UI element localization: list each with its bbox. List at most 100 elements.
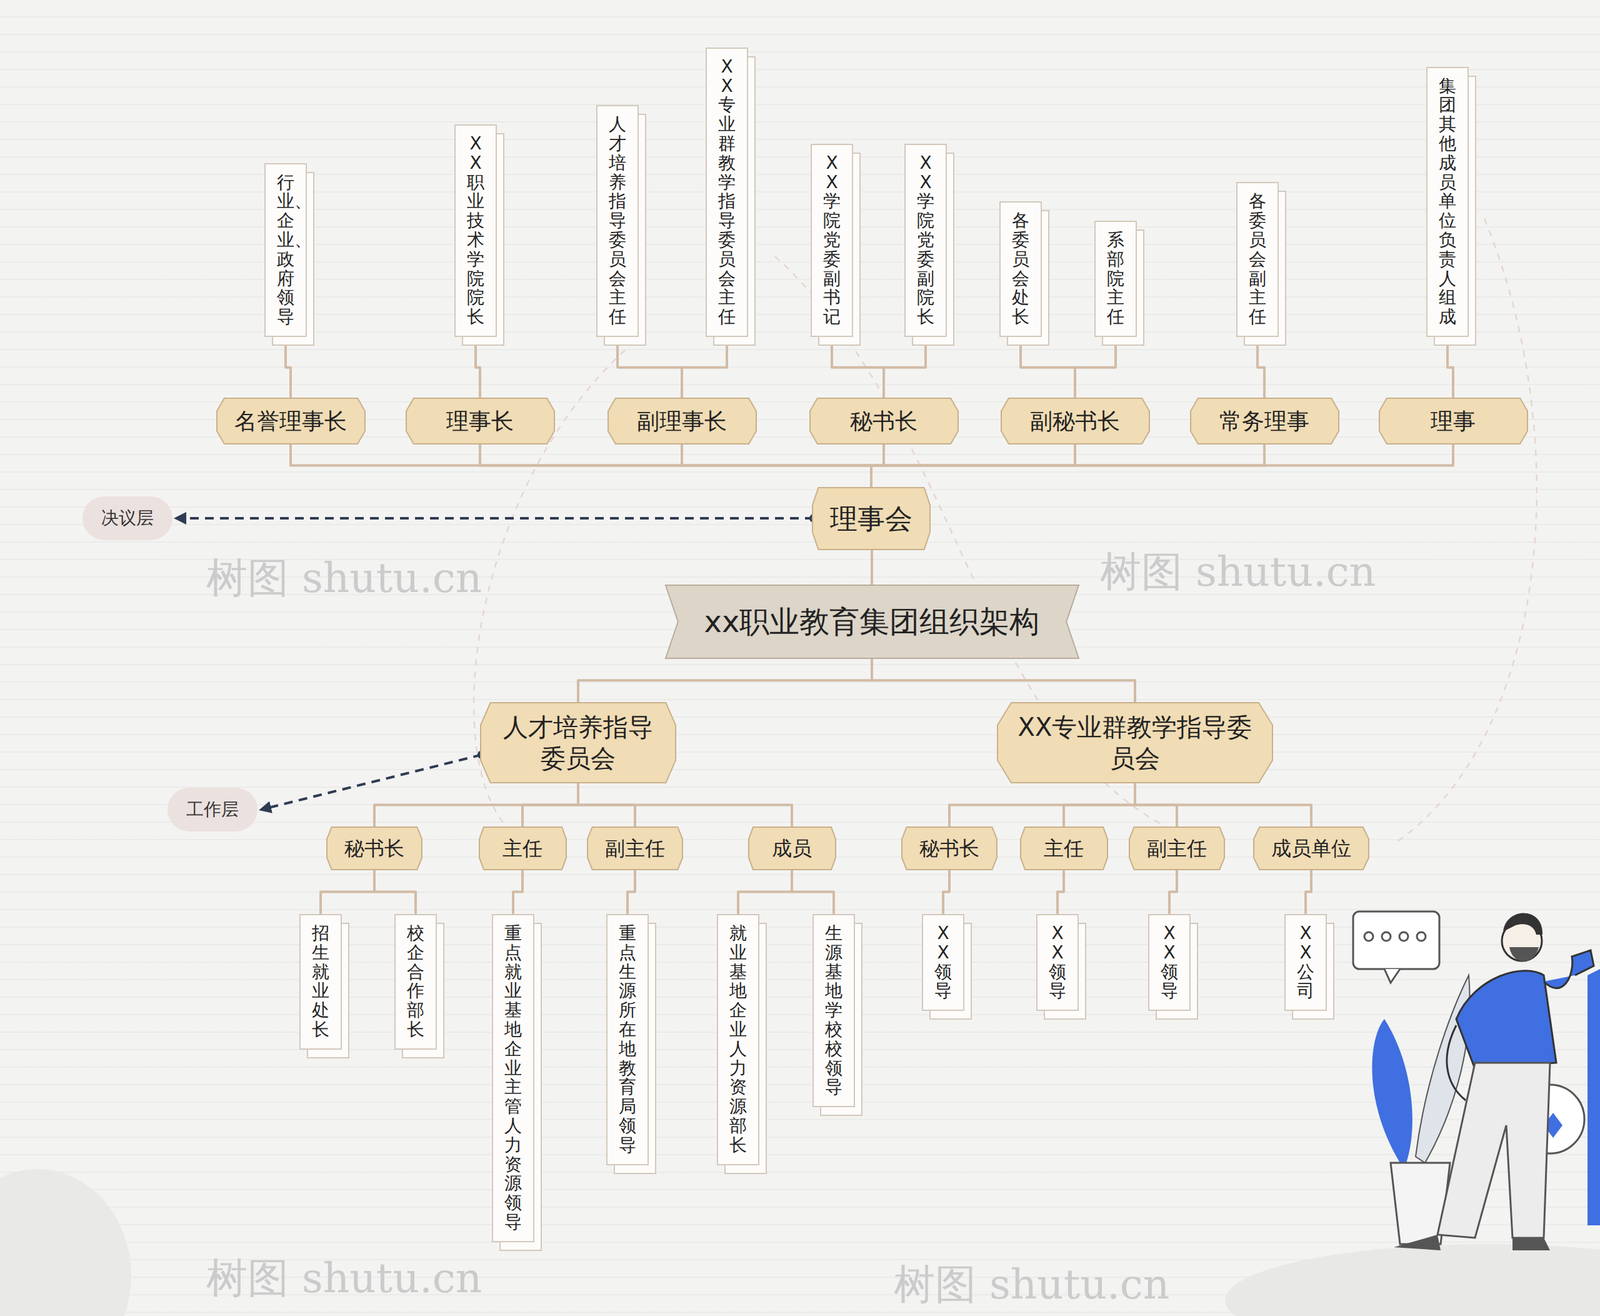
node-text: 人才培养指导委员会 bbox=[498, 711, 659, 774]
outline bbox=[665, 585, 1079, 659]
layer-tag: 决议层 bbox=[82, 496, 173, 540]
outline bbox=[1129, 826, 1225, 870]
connector bbox=[883, 336, 926, 399]
node-text: 主任 bbox=[1043, 835, 1084, 861]
tree-line bbox=[871, 658, 1135, 704]
connector bbox=[871, 443, 1454, 488]
member-card: XX学院党委副书记 bbox=[810, 143, 854, 337]
tree-line bbox=[578, 658, 872, 704]
layer-tag: 工作层 bbox=[167, 787, 258, 832]
node-text: XX学院党委副院长 bbox=[916, 153, 935, 327]
tree-line bbox=[949, 782, 1135, 827]
node-text: 主任 bbox=[502, 835, 543, 861]
node-text: 就业基地企业人力资源部长 bbox=[729, 923, 747, 1155]
connector bbox=[1057, 869, 1064, 914]
member-card: 系部院主任 bbox=[1094, 220, 1137, 337]
node-text: XX专业群教学指导委员会主任 bbox=[718, 57, 736, 327]
node-text: XX公司 bbox=[1296, 923, 1315, 1001]
node-text: 招生就业处长 bbox=[311, 923, 330, 1040]
tree-line bbox=[883, 336, 926, 399]
member-card: 重点就业基地企业主管人力资源领导 bbox=[491, 913, 535, 1242]
connector bbox=[1075, 336, 1116, 399]
outline bbox=[1020, 826, 1108, 870]
outline bbox=[748, 826, 836, 870]
outline bbox=[1190, 398, 1339, 444]
member-card: 重点生源所在地教育局领导 bbox=[606, 913, 649, 1165]
tree-line bbox=[285, 336, 291, 399]
node-text: 重点就业基地企业主管人力资源领导 bbox=[504, 923, 522, 1232]
node-text: XX专业群教学指导委员会 bbox=[1015, 711, 1255, 774]
tree-line bbox=[791, 869, 834, 914]
tree-line bbox=[1057, 869, 1064, 914]
node-text: 理事 bbox=[1430, 406, 1476, 435]
member-card: 校企合作部长 bbox=[394, 913, 437, 1050]
connector bbox=[681, 336, 727, 399]
tree-line bbox=[617, 336, 682, 399]
connector bbox=[578, 782, 792, 827]
connector bbox=[513, 869, 523, 914]
tree-line bbox=[290, 443, 872, 488]
connector bbox=[480, 443, 872, 488]
people-illustration bbox=[1353, 911, 1600, 1250]
member-card: XX领导 bbox=[1148, 913, 1191, 1011]
outline bbox=[587, 826, 683, 870]
member-card: XX领导 bbox=[921, 913, 965, 1011]
connector bbox=[871, 549, 873, 585]
connector bbox=[791, 869, 834, 914]
tree-line bbox=[871, 443, 1454, 488]
node-text: 名誉理事长 bbox=[234, 406, 347, 435]
connector bbox=[285, 336, 291, 399]
outline bbox=[479, 826, 567, 870]
tree-line bbox=[943, 869, 950, 914]
outline bbox=[812, 487, 930, 550]
member-card: 各委员会处长 bbox=[999, 201, 1042, 337]
connector bbox=[1135, 782, 1312, 827]
connector bbox=[261, 750, 487, 810]
tree-line bbox=[475, 336, 480, 399]
role-box: 人才培养指导委员会 bbox=[480, 702, 676, 783]
connector bbox=[320, 869, 375, 914]
tree-line bbox=[578, 782, 792, 827]
connector bbox=[522, 782, 579, 827]
connector bbox=[681, 443, 872, 488]
node-text: XX领导 bbox=[1048, 923, 1067, 1001]
node-text: xx职业教育集团组织架构 bbox=[704, 602, 1040, 640]
node-text: 集团其他成员单位负责人组成 bbox=[1438, 76, 1457, 327]
role-box: 秘书长 bbox=[326, 826, 422, 870]
connector bbox=[1169, 869, 1177, 914]
connector bbox=[374, 782, 579, 827]
outline bbox=[326, 826, 422, 870]
outline bbox=[1379, 398, 1528, 444]
member-card: 生源基地学校校领导 bbox=[812, 913, 855, 1107]
node-text: 秘书长 bbox=[850, 406, 918, 435]
tree-line bbox=[1063, 782, 1135, 827]
tree-line bbox=[1447, 336, 1454, 399]
watermark: 树图 shutu.cn bbox=[206, 550, 482, 607]
outline bbox=[810, 398, 959, 444]
node-text: 生源基地学校校领导 bbox=[825, 923, 843, 1097]
tree-line bbox=[1305, 869, 1312, 914]
connector bbox=[578, 658, 872, 704]
role-box: 主任 bbox=[1020, 826, 1108, 870]
role-box: 常务理事 bbox=[1190, 398, 1339, 444]
role-box: 成员 bbox=[748, 826, 836, 870]
tree-line bbox=[320, 869, 375, 914]
role-box: 秘书长 bbox=[810, 398, 959, 444]
tree-line bbox=[374, 869, 416, 914]
role-box: 理事 bbox=[1379, 398, 1528, 444]
node-text: 副秘书长 bbox=[1030, 406, 1120, 435]
member-card: 集团其他成员单位负责人组成 bbox=[1426, 66, 1469, 337]
tree-line bbox=[1020, 336, 1075, 399]
node-text: 校企合作部长 bbox=[406, 923, 425, 1040]
outline bbox=[216, 398, 365, 444]
outline bbox=[608, 398, 757, 444]
ground-blob bbox=[0, 1168, 132, 1316]
node-text: XX学院党委副书记 bbox=[823, 153, 841, 327]
role-box: 副主任 bbox=[1129, 826, 1225, 870]
member-card: 人才培养指导委员会主任 bbox=[596, 105, 639, 337]
role-box: 副理事长 bbox=[608, 398, 757, 444]
node-text: 系部院主任 bbox=[1106, 230, 1125, 327]
node-text: 常务理事 bbox=[1219, 406, 1310, 435]
node-text: 成员 bbox=[771, 835, 812, 861]
member-card: XX专业群教学指导委员会主任 bbox=[705, 47, 749, 337]
